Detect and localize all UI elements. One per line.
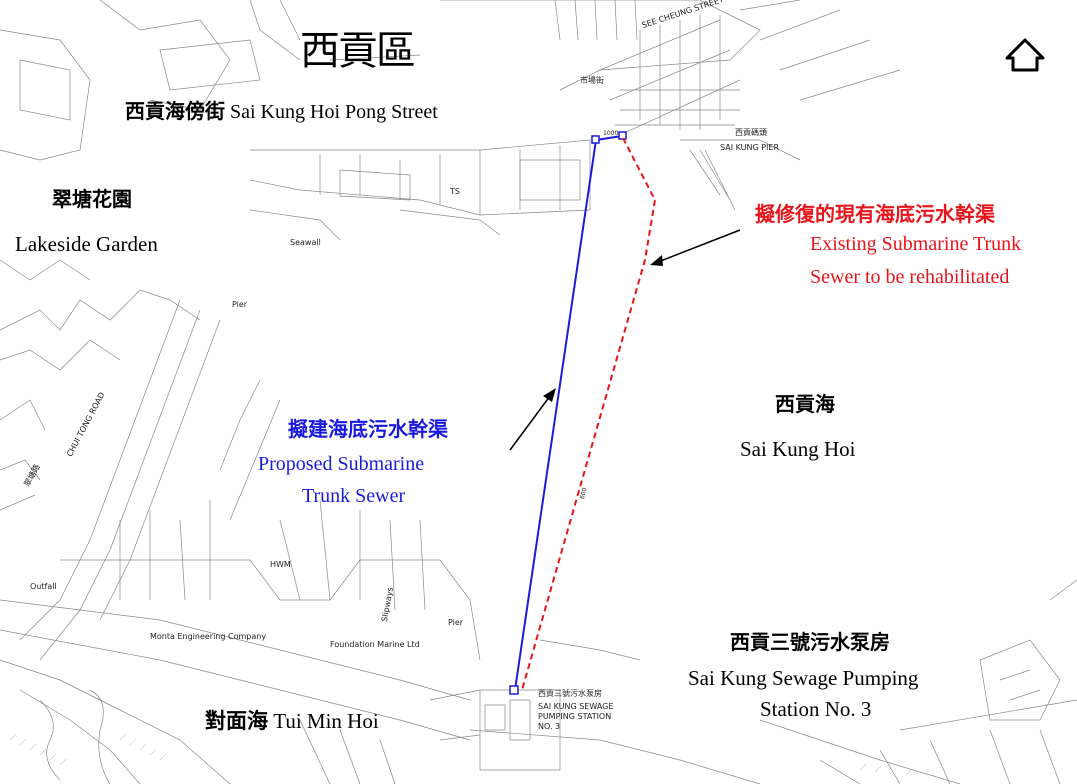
tui-min-hoi-chinese: 對面海: [205, 709, 268, 733]
outfall-label: Outfall: [30, 582, 57, 591]
existing-sewer-english-2: Sewer to be rehabilitated: [810, 266, 1010, 288]
station-english-map-label-3: NO. 3: [538, 722, 561, 731]
sea-chinese: 西貢海: [775, 392, 835, 416]
foundation-label: Foundation Marine Ltd: [330, 640, 420, 649]
sea-english: Sai Kung Hoi: [740, 437, 856, 461]
pumping-station-english-2: Station No. 3: [760, 697, 872, 721]
seawall-label: Seawall: [290, 238, 321, 247]
monta-label: Monta Engineering Company: [150, 632, 267, 641]
north-arrow-icon: [1005, 38, 1045, 72]
hwm-label: HWM: [270, 560, 291, 569]
existing-sewer-chinese: 擬修復的現有海底污水幹渠: [755, 202, 995, 226]
existing-sewer-english-1: Existing Submarine Trunk: [810, 233, 1022, 255]
proposed-sewer-english-2: Trunk Sewer: [302, 485, 406, 507]
street-label: 西貢海傍街 Sai Kung Hoi Pong Street: [125, 95, 438, 124]
lakeside-chinese: 翠塘花園: [52, 187, 132, 211]
pumping-station-chinese: 西貢三號污水泵房: [730, 630, 890, 654]
station-english-map-label-1: SAI KUNG SEWAGE: [538, 702, 614, 711]
tui-min-hoi-label: 對面海 Tui Min Hoi: [205, 705, 379, 735]
proposed-sewer-chinese: 擬建海底污水幹渠: [288, 417, 448, 441]
street-label-english: Sai Kung Hoi Pong Street: [230, 101, 438, 123]
station-english-map-label-2: PUMPING STATION: [538, 712, 612, 721]
base-map-hatching: [9, 733, 912, 777]
pumping-station-english-1: Sai Kung Sewage Pumping: [688, 666, 919, 690]
proposed-sewer-english-1: Proposed Submarine: [258, 453, 425, 475]
pier-chinese-label: 西貢碼頭: [735, 128, 767, 137]
pier-label-2: Pier: [448, 618, 464, 627]
street-label-chinese: 西貢海傍街: [125, 99, 225, 123]
station-chinese-map-label: 西貢三號污水泵房: [538, 689, 602, 698]
pipe-size-label-1: 1000: [603, 130, 619, 137]
proposed-sewer-line: [509, 131, 627, 695]
existing-sewer-line: [521, 137, 657, 691]
tui-min-hoi-english: Tui Min Hoi: [273, 709, 379, 733]
pier-label: Pier: [232, 300, 248, 309]
lakeside-english: Lakeside Garden: [15, 232, 158, 256]
leader-arrows: [509, 229, 741, 451]
market-street-label: 市場街: [580, 76, 604, 85]
district-title: 西貢區: [300, 28, 416, 74]
ts-label: TS: [450, 187, 460, 196]
pier-english-label: SAI KUNG PIER: [720, 143, 780, 152]
